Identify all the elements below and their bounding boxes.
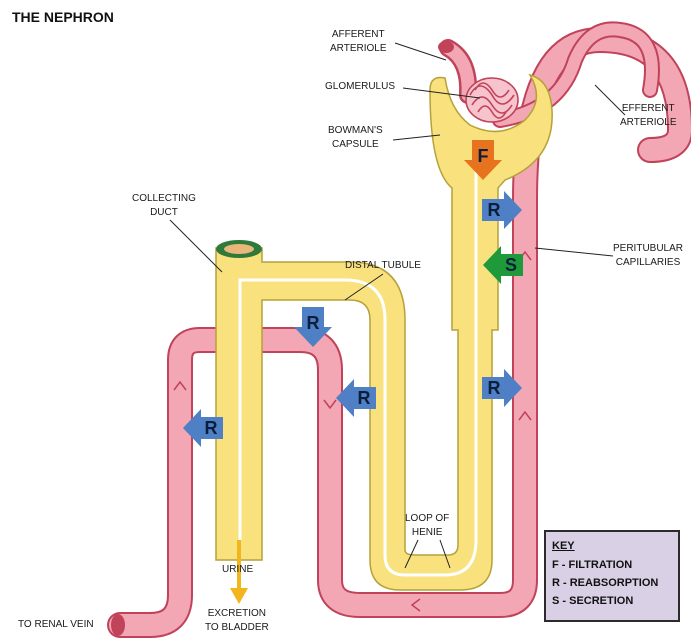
label-line: BOWMAN'S (328, 124, 383, 138)
urine-label: URINE (222, 563, 253, 577)
legend-item: S - SECRETION (552, 592, 672, 610)
collecting-duct-lumen (224, 244, 254, 254)
renal-vein-label: TO RENAL VEIN (18, 618, 94, 632)
collecting-duct-label: COLLECTING DUCT (132, 192, 196, 220)
legend-title: KEY (552, 540, 672, 552)
label-line: EXCRETION (205, 607, 269, 621)
label-line: URINE (222, 563, 253, 577)
glomerulus-coil (466, 78, 518, 122)
distal-tubule-label: DISTAL TUBULE (345, 259, 421, 273)
label-line: PERITUBULAR (613, 242, 683, 256)
bowmans-capsule-label: BOWMAN'S CAPSULE (328, 124, 383, 152)
secretion-arrow-letter: S (505, 255, 517, 275)
label-line: CAPSULE (328, 138, 383, 152)
label-line: LOOP OF (405, 512, 449, 526)
loop-of-henle-label: LOOP OF HENIE (405, 512, 449, 540)
leader-line (170, 220, 222, 272)
renal-vein-opening (111, 614, 125, 636)
label-line: TO RENAL VEIN (18, 618, 94, 632)
reabsorption-arrow-letter: R (488, 378, 501, 398)
reabsorption-arrow-letter: R (488, 200, 501, 220)
label-line: TO BLADDER (205, 621, 269, 635)
peritubular-capillaries-label: PERITUBULAR CAPILLARIES (613, 242, 683, 270)
afferent-arteriole-label: AFFERENT ARTERIOLE (330, 28, 387, 56)
label-line: COLLECTING (132, 192, 196, 206)
label-line: DISTAL TUBULE (345, 259, 421, 273)
glomerulus-label: GLOMERULUS (325, 80, 395, 94)
label-line: DUCT (132, 206, 196, 220)
filtration-arrow-letter: F (478, 146, 489, 166)
leader-line (535, 248, 613, 256)
legend-key: KEY F - FILTRATION R - REABSORPTION S - … (544, 530, 680, 622)
label-line: EFFERENT (620, 102, 677, 116)
label-line: AFFERENT (330, 28, 387, 42)
page-title: THE NEPHRON (12, 9, 114, 25)
efferent-arteriole-label: EFFERENT ARTERIOLE (620, 102, 677, 130)
label-line: ARTERIOLE (330, 42, 387, 56)
excretion-label: EXCRETION TO BLADDER (205, 607, 269, 635)
label-line: ARTERIOLE (620, 116, 677, 130)
afferent-arteriole-opening (438, 41, 454, 53)
legend-item: R - REABSORPTION (552, 574, 672, 592)
label-line: GLOMERULUS (325, 80, 395, 94)
reabsorption-arrow-letter: R (358, 388, 371, 408)
reabsorption-arrow-letter: R (205, 418, 218, 438)
label-line: CAPILLARIES (613, 256, 683, 270)
legend-item: F - FILTRATION (552, 556, 672, 574)
label-line: HENIE (405, 526, 449, 540)
reabsorption-arrow-letter: R (307, 313, 320, 333)
